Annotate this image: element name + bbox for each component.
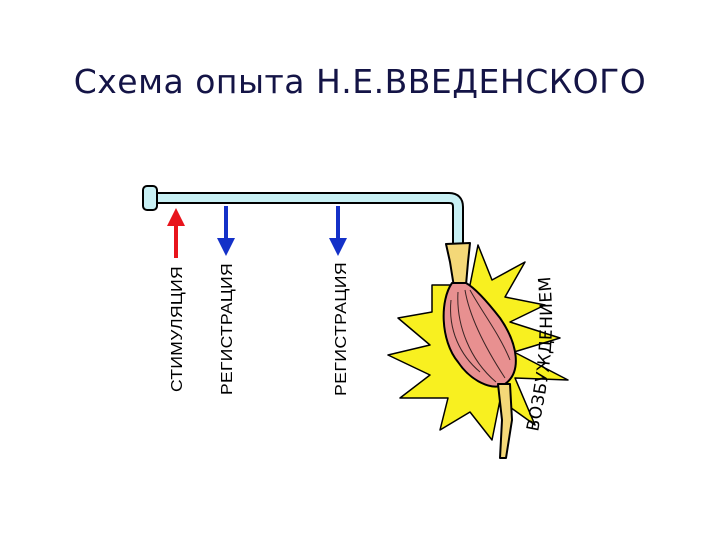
registration-label-2: РЕГИСТРАЦИЯ (333, 262, 350, 396)
arrow-up-icon (167, 208, 185, 258)
muscle-fibers (450, 289, 511, 383)
upper-tendon (445, 242, 471, 288)
nerve-fill (152, 194, 462, 245)
title-text: Схема опыта Н.Е.ВВЕДЕНСКОГО (73, 62, 647, 101)
page-title: Схема опыта Н.Е.ВВЕДЕНСКОГО (0, 62, 720, 101)
arrow-down-icon (329, 206, 347, 256)
stimulation-label: СТИМУЛЯЦИЯ (169, 266, 186, 392)
excitation-label: ВОЗБУЖДЕНИЕМ (523, 276, 557, 433)
lower-tendon (497, 383, 513, 459)
excitation-label-path: ВОЗБУЖДЕНИЕМ (523, 276, 556, 433)
registration-label-1: РЕГИСТРАЦИЯ (219, 263, 236, 395)
nerve (152, 192, 464, 245)
arrow-down-icon (217, 206, 235, 256)
nerve-end-cap (142, 185, 158, 211)
